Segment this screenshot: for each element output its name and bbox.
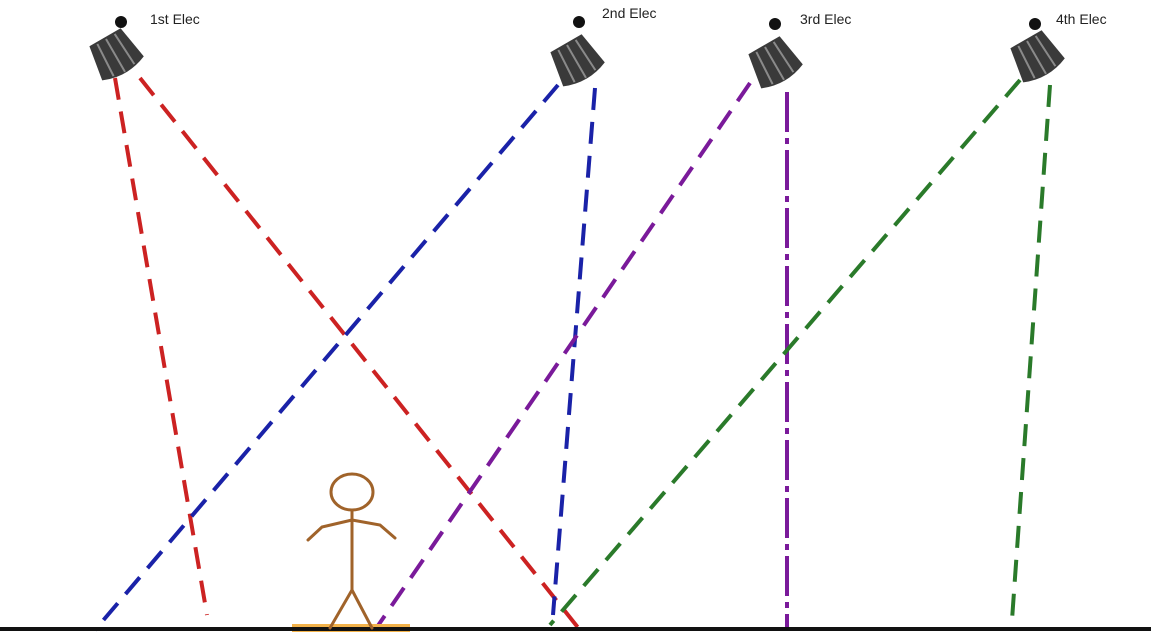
beam-elec1-left [115, 78, 207, 615]
beam-elec3-left [375, 83, 750, 630]
elec3-label: 3rd Elec [800, 11, 851, 27]
elec4-label: 4th Elec [1056, 11, 1107, 27]
beam-elec2-right [553, 88, 595, 615]
figure-leg-left [330, 590, 352, 628]
elec1-label: 1st Elec [150, 11, 200, 27]
figure-leg-right [352, 590, 372, 628]
figure-arm-right [352, 520, 395, 538]
spotlight-elec2: 2nd Elec [545, 5, 656, 91]
spotlight-dot-icon [1029, 18, 1041, 30]
beam-elec1-right [140, 78, 580, 630]
figure-head [331, 474, 373, 510]
beam-elec4-right [1012, 85, 1050, 620]
spotlight-elec1: 1st Elec [84, 11, 200, 85]
figure-arm-left [308, 520, 352, 540]
elec2-label: 2nd Elec [602, 5, 656, 21]
spotlight-elec3: 3rd Elec [743, 11, 851, 93]
beams [95, 78, 1050, 630]
spotlight-dot-icon [115, 16, 127, 28]
spotlight-dot-icon [769, 18, 781, 30]
spotlight-dot-icon [573, 16, 585, 28]
spotlight-elec4: 4th Elec [1005, 11, 1106, 87]
stick-figure-icon [308, 474, 395, 628]
